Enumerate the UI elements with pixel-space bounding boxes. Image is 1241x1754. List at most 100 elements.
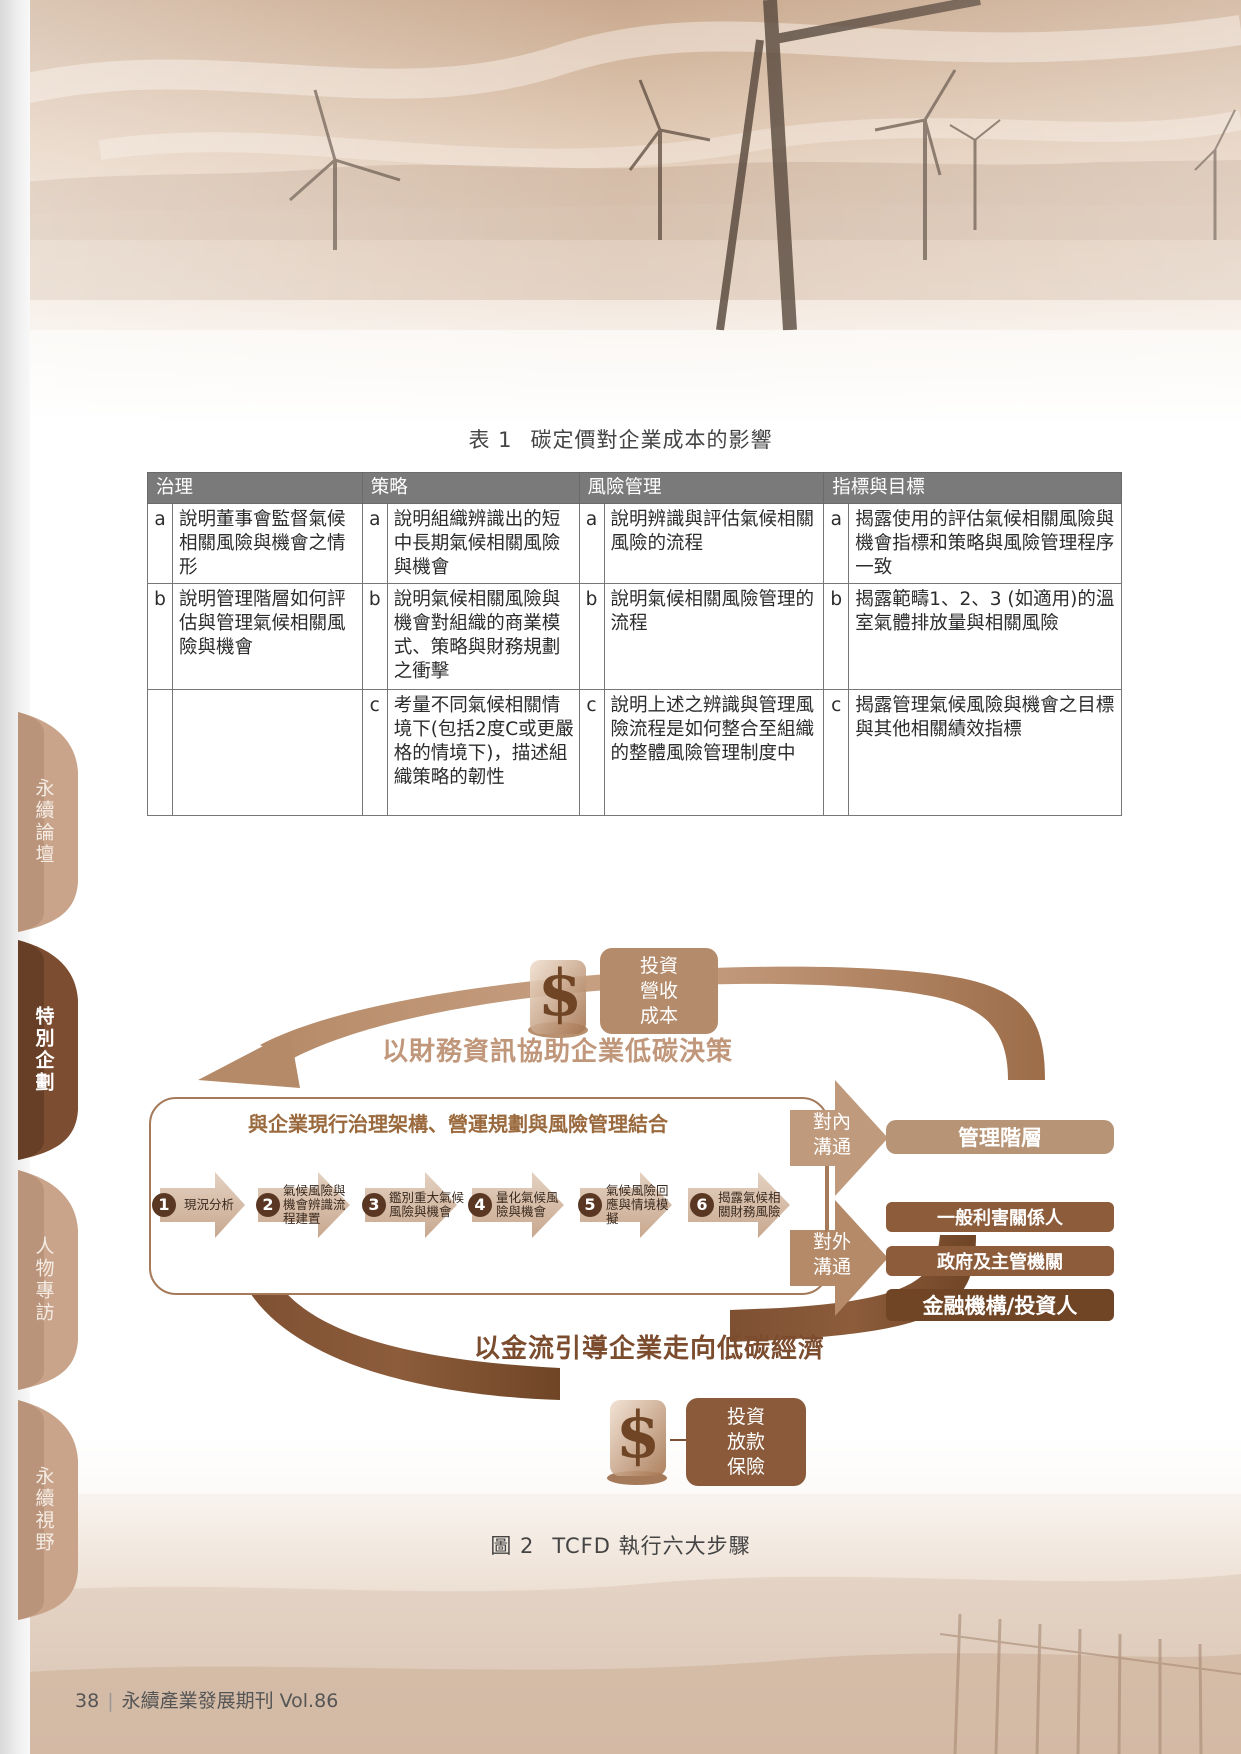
bottom-money-box-line: 放款 xyxy=(726,1430,765,1453)
step-label-line: 關財務風險 xyxy=(718,1204,781,1219)
bottom-dollar-coin xyxy=(607,1400,667,1485)
hero-wind-turbine-image xyxy=(0,0,1241,430)
journal-name: 永續產業發展期刊 Vol.86 xyxy=(121,1690,339,1712)
table-cell-letter: c xyxy=(578,689,605,816)
step-6-label: 揭露氣候相 關財務風險 xyxy=(718,1191,781,1219)
top-money-box-line: 營收 xyxy=(639,979,678,1002)
step-4-number: 4 xyxy=(468,1193,492,1217)
side-tab-forum[interactable]: 永續論壇 xyxy=(16,712,80,932)
table-cell-letter: b xyxy=(361,583,388,690)
side-tab-special-feature[interactable]: 特別企劃 xyxy=(16,940,80,1160)
step-3-number: 3 xyxy=(362,1193,386,1217)
side-tab-label: 特別企劃 xyxy=(32,1006,55,1094)
table-caption: 表 1 碳定價對企業成本的影響 xyxy=(0,424,1241,454)
table-row: c 考量不同氣候相關情境下(包括2度C或更嚴格的情境下)，描述組織策略的韌性 c… xyxy=(147,689,1122,816)
step-label-line: 氣候風險回 xyxy=(606,1183,669,1198)
external-comm-line: 溝通 xyxy=(812,1256,851,1278)
table-header-risk-management: 風險管理 xyxy=(578,472,825,504)
figure-caption-number: 圖 2 xyxy=(490,1534,535,1558)
side-tab-label: 永續視野 xyxy=(32,1466,55,1554)
external-comm-line: 對外 xyxy=(812,1231,851,1253)
step-6-number: 6 xyxy=(690,1193,714,1217)
table-cell: 揭露管理氣候風險與機會之目標與其他相關績效指標 xyxy=(848,689,1122,816)
top-money-box-line: 成本 xyxy=(639,1004,678,1027)
table-cell-letter: a xyxy=(578,503,605,584)
table-cell-letter: a xyxy=(147,503,173,584)
step-label-line: 機會辨識流 xyxy=(283,1197,346,1212)
top-money-box-line: 投資 xyxy=(639,954,678,977)
table-cell: 說明辨識與評估氣候相關風險的流程 xyxy=(603,503,825,584)
table-cell: 說明管理階層如何評估與管理氣候相關風險與機會 xyxy=(171,583,363,690)
table-cell-letter: b xyxy=(578,583,605,690)
step-2-number: 2 xyxy=(256,1193,280,1217)
table-cell-letter xyxy=(147,689,173,816)
top-arc-label: 以財務資訊協助企業低碳決策 xyxy=(382,1037,734,1067)
side-tab-interview[interactable]: 人物專訪 xyxy=(16,1170,80,1390)
step-label-line: 程建置 xyxy=(283,1211,321,1226)
footer-separator: | xyxy=(107,1690,114,1712)
tcfd-table: 治理 策略 風險管理 指標與目標 a 說明董事會監督氣候相關風險與機會之情形 a… xyxy=(147,472,1122,816)
step-label-line: 量化氣候風 xyxy=(496,1190,559,1205)
table-cell xyxy=(171,689,363,816)
table-cell: 考量不同氣候相關情境下(包括2度C或更嚴格的情境下)，描述組織策略的韌性 xyxy=(386,689,580,816)
figure-caption-title: TCFD 執行六大步驟 xyxy=(552,1534,751,1558)
table-cell: 說明董事會監督氣候相關風險與機會之情形 xyxy=(171,503,363,584)
step-label-line: 現況分析 xyxy=(184,1197,235,1212)
side-tab-label: 永續論壇 xyxy=(32,778,55,866)
management-level-pill: 管理階層 xyxy=(886,1120,1114,1154)
financial-institution-pill: 金融機構/投資人 xyxy=(886,1289,1114,1321)
side-tab-label: 人物專訪 xyxy=(32,1236,55,1324)
table-cell-letter: a xyxy=(361,503,388,584)
table-row: a 說明董事會監督氣候相關風險與機會之情形 a 說明組織辨識出的短中長期氣候相關… xyxy=(147,503,1122,584)
bottom-money-box-line: 保險 xyxy=(726,1455,765,1478)
bottom-money-box-line: 投資 xyxy=(726,1405,765,1428)
step-5-number: 5 xyxy=(578,1193,602,1217)
table-cell-letter: c xyxy=(823,689,850,816)
figure-caption: 圖 2 TCFD 執行六大步驟 xyxy=(0,1530,1241,1560)
step-4-label: 量化氣候風 險與機會 xyxy=(496,1191,559,1219)
table-row: b 說明管理階層如何評估與管理氣候相關風險與機會 b 說明氣候相關風險與機會對組… xyxy=(147,583,1122,690)
bottom-arc-label: 以金流引導企業走向低碳經濟 xyxy=(474,1334,826,1364)
side-tab-vision[interactable]: 永續視野 xyxy=(16,1400,80,1620)
stakeholder-pill: 一般利害關係人 xyxy=(886,1202,1114,1232)
step-label-line: 鑑別重大氣候 xyxy=(389,1190,465,1205)
table-header-metrics-targets: 指標與目標 xyxy=(823,472,1122,504)
table-cell-letter: b xyxy=(147,583,173,690)
table-cell: 說明組織辨識出的短中長期氣候相關風險與機會 xyxy=(386,503,580,584)
top-dollar-coin xyxy=(528,960,588,1038)
internal-comm-label: 對內 溝通 xyxy=(802,1110,862,1160)
step-label-line: 揭露氣候相 xyxy=(718,1190,781,1205)
table-cell-letter: b xyxy=(823,583,850,690)
table-cell: 說明氣候相關風險管理的流程 xyxy=(603,583,825,690)
top-arc-arrow xyxy=(260,966,1045,1080)
bottom-arc-arrow-left xyxy=(238,1270,560,1400)
step-label-line: 風險與機會 xyxy=(389,1204,452,1219)
page-footer: 38 | 永續產業發展期刊 Vol.86 xyxy=(75,1686,338,1713)
table-cell-letter: a xyxy=(823,503,850,584)
table-cell: 說明氣候相關風險與機會對組織的商業模式、策略與財務規劃之衝擊 xyxy=(386,583,580,690)
top-arc-arrowhead xyxy=(198,1032,300,1088)
external-comm-arrow xyxy=(790,1200,888,1316)
footer-landscape-image xyxy=(0,1434,1241,1754)
table-header-governance: 治理 xyxy=(147,472,363,504)
step-label-line: 擬 xyxy=(606,1211,619,1226)
step-label-line: 氣候風險與 xyxy=(283,1183,346,1198)
table-cell: 揭露範疇1、2、3 (如適用)的溫室氣體排放量與相關風險 xyxy=(848,583,1122,690)
page-number: 38 xyxy=(75,1690,100,1712)
step-1-number: 1 xyxy=(152,1193,176,1217)
internal-comm-arrow xyxy=(790,1080,888,1196)
table-cell: 說明上述之辨識與管理風險流程是如何整合至組織的整體風險管理制度中 xyxy=(603,689,825,816)
step-label-line: 險與機會 xyxy=(496,1204,547,1219)
internal-comm-line: 對內 xyxy=(812,1111,851,1133)
step-2-label: 氣候風險與 機會辨識流 程建置 xyxy=(283,1184,346,1226)
step-1-label: 現況分析 xyxy=(184,1198,234,1212)
table-caption-number: 表 1 xyxy=(468,428,513,452)
government-pill: 政府及主管機關 xyxy=(886,1246,1114,1276)
top-dollar-icon: $ xyxy=(537,956,583,1031)
table-cell-letter: c xyxy=(361,689,388,816)
bottom-money-box: 投資 放款 保險 xyxy=(686,1398,806,1486)
table-caption-title: 碳定價對企業成本的影響 xyxy=(530,428,773,452)
table-cell: 揭露使用的評估氣候相關風險與機會指標和策略與風險管理程序一致 xyxy=(848,503,1122,584)
bottom-dollar-icon: $ xyxy=(615,1398,661,1473)
